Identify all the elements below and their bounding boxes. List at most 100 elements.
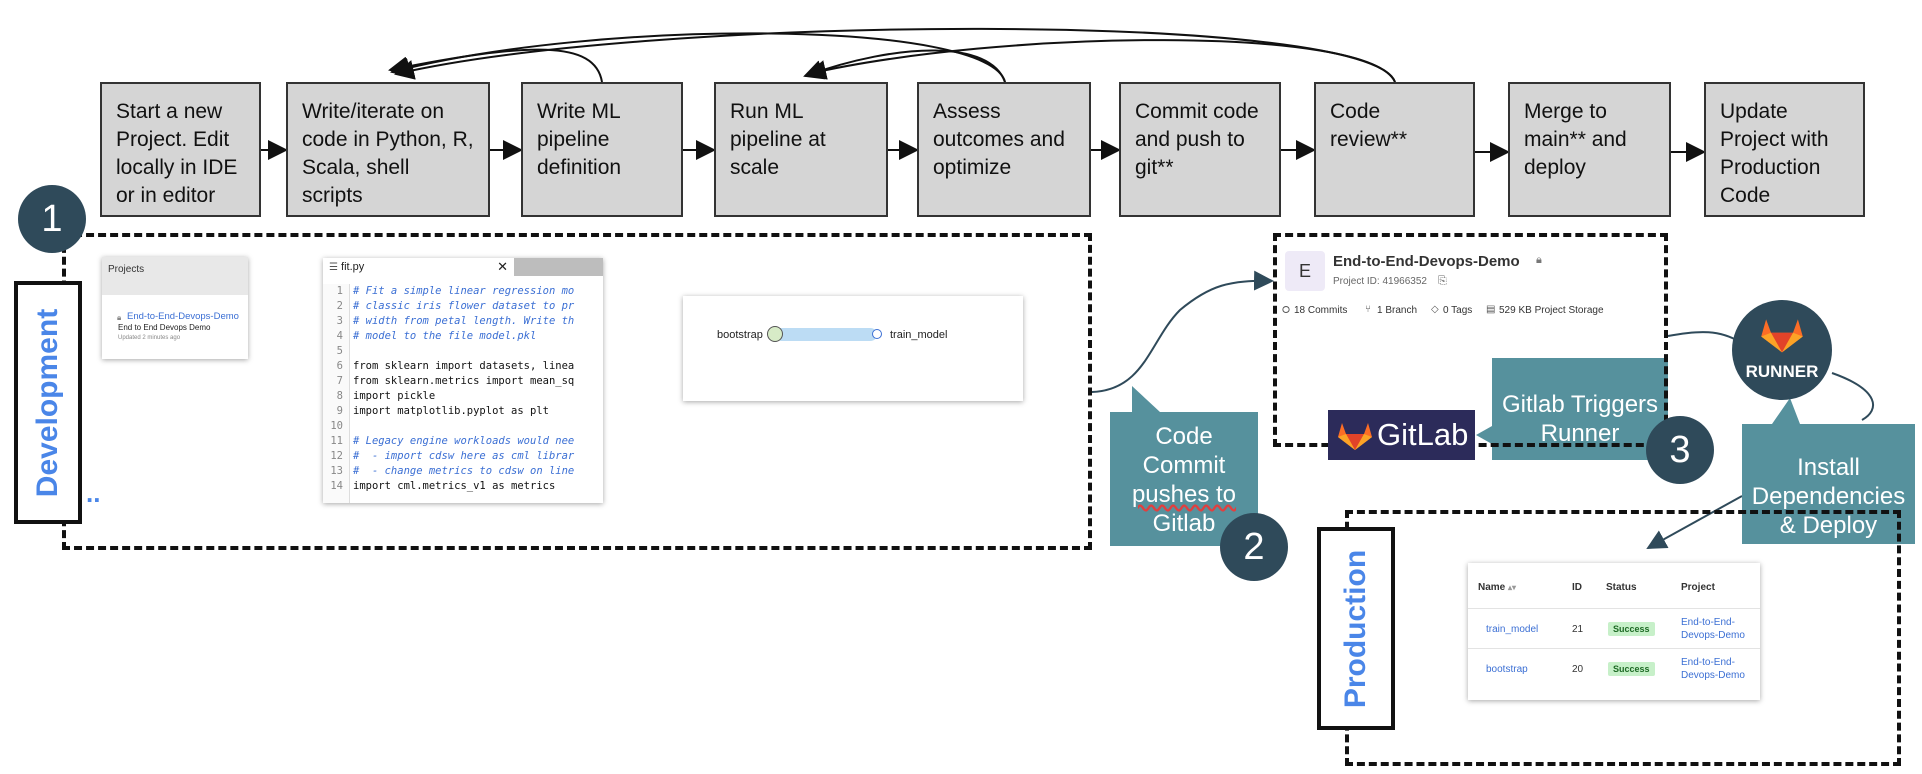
row-1-project-line-1: End-to-End- <box>1681 617 1735 628</box>
branch-icon: ⑂ <box>1365 304 1371 315</box>
pipeline-from-label: bootstrap <box>717 329 763 341</box>
close-icon[interactable]: ✕ <box>497 259 508 274</box>
line-number: 7 <box>336 375 343 387</box>
line-number: 8 <box>336 390 343 402</box>
code-line: import matplotlib.pyplot as plt <box>353 405 549 417</box>
col-header-id: ID <box>1572 582 1582 593</box>
row-1-name[interactable]: train_model <box>1486 624 1539 635</box>
callout-trigger-shape <box>1476 358 1668 460</box>
step-start-project: Start a new Project. Edit locally in IDE… <box>100 82 261 217</box>
code-line: # - import cdsw here as cml librar <box>353 450 575 462</box>
editor-tab[interactable]: ☰ fit.py ✕ <box>323 258 514 276</box>
line-number: 11 <box>330 435 343 447</box>
gitlab-project-id: Project ID: 41966352 <box>1333 276 1427 287</box>
stat-commits[interactable]: 18 Commits <box>1294 305 1348 316</box>
line-number: 14 <box>330 480 343 492</box>
col-header-name-label: Name <box>1478 582 1506 593</box>
pipeline-node-train[interactable] <box>872 329 882 339</box>
code-editor: ☰ fit.py ✕ 1 # Fit a simple linear regres… <box>323 258 603 503</box>
callout-trigger-line-2: Runner <box>1540 420 1620 447</box>
row-2-id: 20 <box>1572 664 1584 675</box>
runner-install-line <box>1831 372 1875 421</box>
row-2-name[interactable]: bootstrap <box>1486 664 1528 675</box>
project-updated: Updated 2 minutes ago <box>118 335 181 341</box>
line-number: 2 <box>336 300 343 312</box>
step-run-pipeline: Run ML pipeline at scale <box>714 82 888 217</box>
callout-install-shape <box>1742 398 1915 544</box>
gitlab-project-name[interactable]: End-to-End-Devops-Demo <box>1333 253 1520 270</box>
code-line: # Legacy engine workloads would nee <box>353 435 575 447</box>
lock-icon: 🔒︎ <box>117 313 122 322</box>
col-header-name[interactable]: Name ▴▾ <box>1478 582 1516 593</box>
code-line: # classic iris flower dataset to pr <box>353 300 575 312</box>
code-line: from sklearn import datasets, linea <box>353 360 575 372</box>
col-header-status: Status <box>1606 582 1637 593</box>
code-line: # Fit a simple linear regression mo <box>353 285 575 297</box>
loop-7-to-4 <box>806 39 1396 83</box>
sort-icon[interactable]: ▴▾ <box>1508 583 1517 592</box>
editor-tab-label: fit.py <box>341 261 365 273</box>
storage-icon: ▤ <box>1486 304 1496 315</box>
step-commit-push: Commit code and push to git** <box>1119 82 1281 217</box>
callout-install-line-2: Dependencies <box>1751 483 1906 510</box>
stat-tags[interactable]: 0 Tags <box>1443 305 1473 316</box>
tag-icon: ◇ <box>1431 304 1439 315</box>
loop-5-to-4 <box>803 49 1006 83</box>
callout-trigger-text: Gitlab Triggers Runner <box>1492 390 1668 448</box>
line-number: 9 <box>336 405 343 417</box>
stat-branches[interactable]: 1 Branch <box>1377 305 1418 316</box>
row-1-project[interactable]: End-to-End- Devops-Demo <box>1681 616 1745 642</box>
line-number: 13 <box>330 465 343 477</box>
callout-trigger-line-1: Gitlab Triggers <box>1501 391 1659 418</box>
production-text: Production <box>1339 549 1372 708</box>
jobs-table: Name ▴▾ ID Status Project train_model 21… <box>1468 563 1760 700</box>
step-merge-deploy: Merge to main** and deploy <box>1508 82 1671 217</box>
callout-install-line-3: & Deploy <box>1779 512 1878 539</box>
row-2-project[interactable]: End-to-End- Devops-Demo <box>1681 656 1745 682</box>
step-code-review: Code review** <box>1314 82 1475 217</box>
runner-logo: RUNNER <box>1732 300 1832 400</box>
commit-curve <box>1091 270 1274 393</box>
line-number: 12 <box>330 450 343 462</box>
line-number: 3 <box>336 315 343 327</box>
project-link[interactable]: End-to-End-Devops-Demo <box>127 311 239 322</box>
row-2-project-line-1: End-to-End- <box>1681 657 1735 668</box>
code-line: # model to the file model.pkl <box>353 330 537 342</box>
development-label: Development <box>14 281 82 524</box>
runner-text: RUNNER <box>1745 362 1819 381</box>
step-pipeline-definition: Write ML pipeline definition <box>521 82 683 217</box>
callout-install-text: Install Dependencies & Deploy <box>1742 453 1915 540</box>
step-update-project: Update Project with Production Code <box>1704 82 1865 217</box>
development-dots: .. <box>86 478 101 508</box>
code-line: import cml.metrics_v1 as metrics <box>353 480 556 492</box>
pipeline-to-label: train_model <box>890 329 948 341</box>
pipeline-node-bootstrap[interactable] <box>767 326 783 342</box>
stat-storage[interactable]: 529 KB Project Storage <box>1499 305 1604 316</box>
projects-card-header: Projects <box>102 257 248 295</box>
callout-commit-line-3: pushes to <box>1131 481 1237 508</box>
code-line: # - change metrics to cdsw on line <box>353 465 575 477</box>
callout-commit-text: Code Commit pushes to Gitlab <box>1110 422 1258 538</box>
line-number: 6 <box>336 360 343 372</box>
badge-1: 1 <box>18 185 86 253</box>
badge-2: 2 <box>1220 513 1288 581</box>
runner-fox-icon <box>1761 319 1803 353</box>
col-header-project: Project <box>1681 582 1715 593</box>
code-line: import pickle <box>353 390 436 402</box>
development-text: Development <box>31 308 64 497</box>
callout-commit-line-1: Code <box>1155 423 1213 450</box>
line-number: 1 <box>336 285 343 297</box>
copy-icon[interactable]: ⎘ <box>1438 275 1447 287</box>
row-1-status: Success <box>1608 622 1655 636</box>
row-1-id: 21 <box>1572 624 1584 635</box>
code-body[interactable]: 1 # Fit a simple linear regression mo 2 # c… <box>323 284 603 503</box>
gitlab-project-avatar: E <box>1285 251 1325 291</box>
row-2-status: Success <box>1608 662 1655 676</box>
gitlab-logo-text: GitLab <box>1377 417 1469 452</box>
gitlab-fox-icon <box>1338 423 1372 450</box>
lock-icon-2: 🔒︎ <box>1536 254 1542 266</box>
gitlab-logo: GitLab <box>1328 410 1475 460</box>
step-write-code: Write/iterate on code in Python, R, Scal… <box>286 82 490 217</box>
install-jobs-arrow <box>1646 495 1743 549</box>
